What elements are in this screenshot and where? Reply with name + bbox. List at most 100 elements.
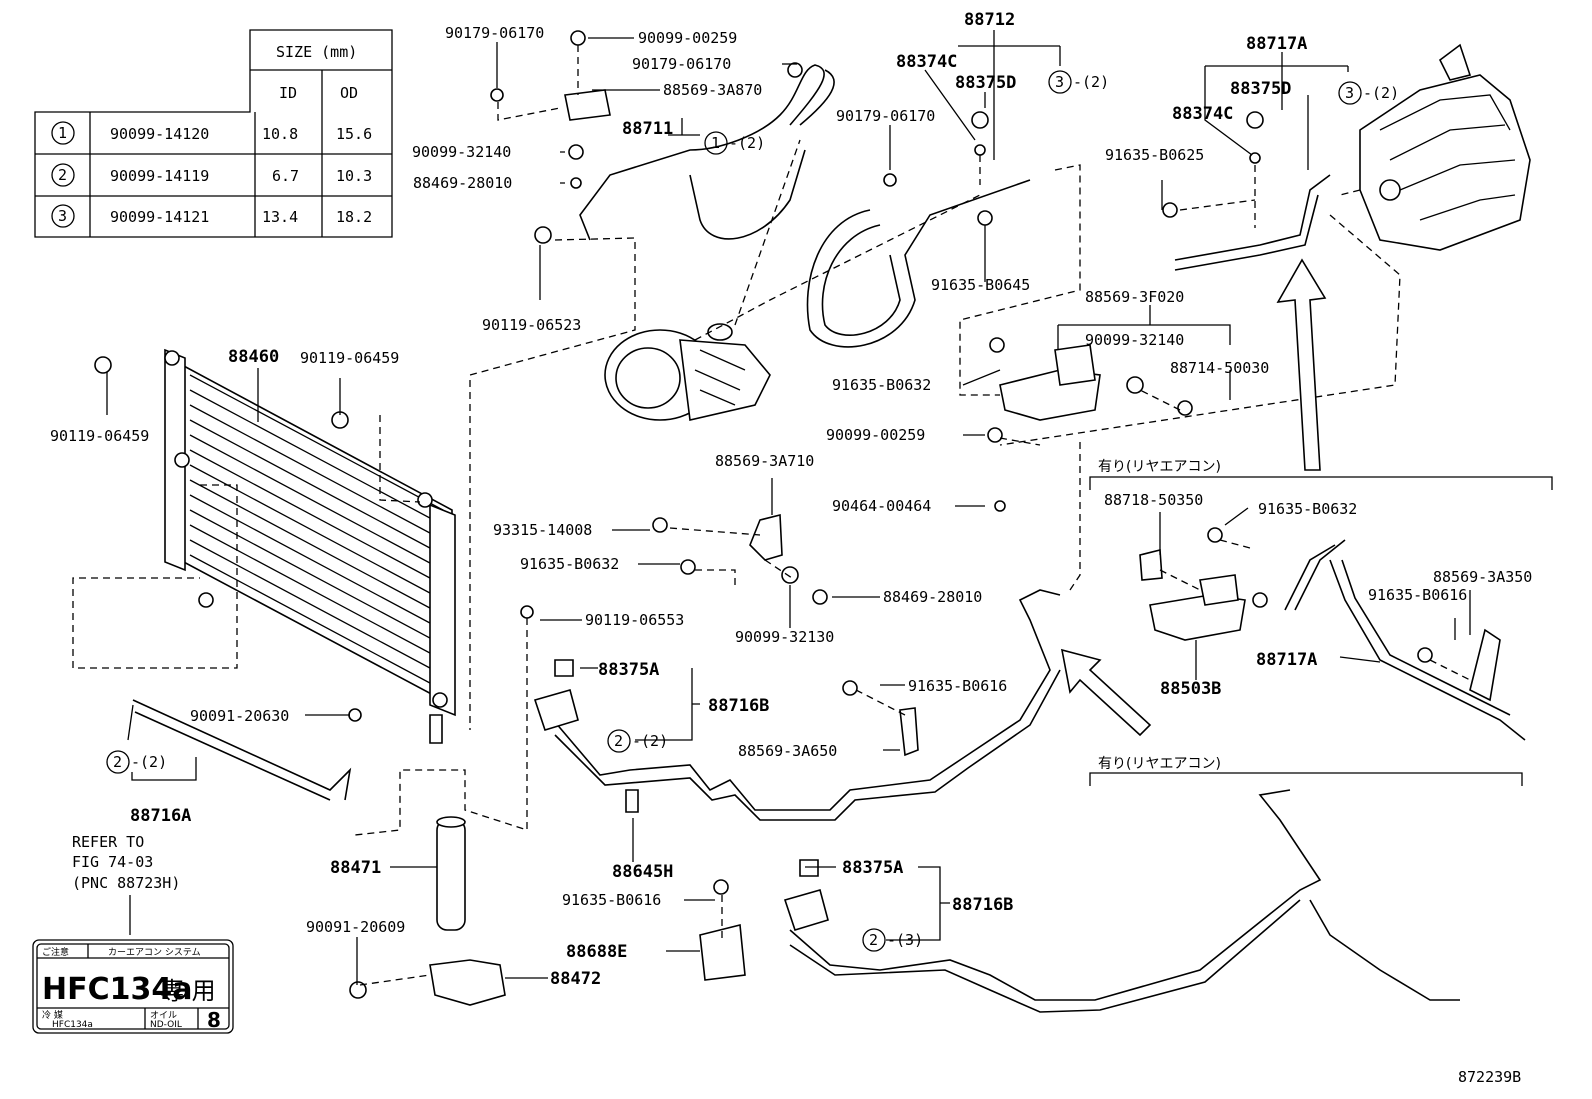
- label-88717A-a: 88717A: [1246, 34, 1307, 54]
- size-table-part-3: 90099-14121: [110, 208, 209, 226]
- label-90179-06170-b: 90179-06170: [632, 55, 731, 73]
- size-table-mark-3: 3: [58, 207, 67, 225]
- label-90091-20630: 90091-20630: [190, 707, 289, 725]
- label-90119-06523: 90119-06523: [482, 316, 581, 334]
- caution-bottom-mid-2: ND-OIL: [150, 1020, 182, 1030]
- label-88717A-b: 88717A: [1256, 650, 1317, 670]
- label-88711: 88711: [622, 119, 673, 139]
- label-88569-3A650: 88569-3A650: [738, 742, 837, 760]
- label-90119-06459-a: 90119-06459: [300, 349, 399, 367]
- receiver-dryer: [429, 816, 506, 1006]
- condenser-drawing: [164, 348, 456, 744]
- label-91635-B0645: 91635-B0645: [931, 276, 1030, 294]
- label-88569-3A710: 88569-3A710: [715, 452, 814, 470]
- label-88716B-b: 88716B: [952, 895, 1013, 915]
- size-table-part-2: 90099-14119: [110, 167, 209, 185]
- callout-2c-mark: 2: [869, 931, 878, 949]
- figure-number: 872239B: [1458, 1068, 1521, 1086]
- pressure-switch-parts: [533, 659, 829, 931]
- label-88375A-a: 88375A: [598, 660, 659, 680]
- size-table-id-1: 10.8: [262, 125, 298, 143]
- label-88460: 88460: [228, 347, 279, 367]
- size-table-header: SIZE (mm): [276, 43, 357, 61]
- direction-arrows: [1060, 258, 1327, 737]
- size-table-od-3: 18.2: [336, 208, 372, 226]
- callout-2a-mark: 2: [614, 732, 623, 750]
- label-91635-B0616-b: 91635-B0616: [908, 677, 1007, 695]
- label-91635-B0632-a: 91635-B0632: [832, 376, 931, 394]
- label-91635-B0632-b: 91635-B0632: [520, 555, 619, 573]
- size-table-od-2: 10.3: [336, 167, 372, 185]
- part-labels: 90179-06170 90099-00259 90179-06170 8856…: [50, 10, 1532, 1086]
- label-88714-50030: 88714-50030: [1170, 359, 1269, 377]
- callout-1: 1 -(2): [704, 131, 765, 155]
- label-88569-3F020: 88569-3F020: [1085, 288, 1184, 306]
- size-table-mark-1: 1: [58, 124, 67, 142]
- expansion-valve-2: [1139, 548, 1246, 641]
- label-88469-28010-a: 88469-28010: [413, 174, 512, 192]
- label-88375D-a: 88375D: [955, 73, 1016, 93]
- callout-3b-qty: -(2): [1363, 84, 1399, 102]
- pipe-lines: [132, 64, 1526, 1013]
- callout-2a-qty: -(2): [632, 732, 668, 750]
- callout-3b: 3 -(2): [1338, 81, 1399, 105]
- callout-3a-mark: 3: [1055, 73, 1064, 91]
- label-88712: 88712: [964, 10, 1015, 30]
- label-88569-3A870: 88569-3A870: [663, 81, 762, 99]
- caution-main: HFC134a: [42, 972, 192, 1007]
- label-88645H: 88645H: [612, 862, 673, 882]
- label-90099-00259-a: 90099-00259: [638, 29, 737, 47]
- label-88716A: 88716A: [130, 806, 191, 826]
- refer-line-1: REFER TO: [72, 833, 144, 851]
- callout-2b-qty: -(2): [131, 753, 167, 771]
- label-90119-06553: 90119-06553: [585, 611, 684, 629]
- size-table-id-2: 6.7: [272, 167, 299, 185]
- callout-2c: 2 -(3): [862, 928, 923, 952]
- callout-2b: 2 -(2): [106, 750, 167, 774]
- label-88472: 88472: [550, 969, 601, 989]
- caution-main-jp: 専 用: [160, 977, 216, 1005]
- label-93315-14008: 93315-14008: [493, 521, 592, 539]
- label-90119-06459-b: 90119-06459: [50, 427, 149, 445]
- caution-bottom-left-1: 冷 媒: [42, 1009, 63, 1021]
- label-88375D-b: 88375D: [1230, 79, 1291, 99]
- callout-2c-qty: -(3): [887, 931, 923, 949]
- callout-3b-mark: 3: [1345, 84, 1354, 102]
- label-90179-06170-a: 90179-06170: [445, 24, 544, 42]
- callout-1-qty: -(2): [729, 134, 765, 152]
- label-91635-B0632-c: 91635-B0632: [1258, 500, 1357, 518]
- label-88716B-a: 88716B: [708, 696, 769, 716]
- caution-bottom-left-2: HFC134a: [52, 1020, 93, 1030]
- label-90099-00259-b: 90099-00259: [826, 426, 925, 444]
- size-table-od-1: 15.6: [336, 125, 372, 143]
- label-90099-32140-b: 90099-32140: [1085, 331, 1184, 349]
- evaporator-unit-drawing: [1359, 43, 1531, 251]
- label-88469-28010-b: 88469-28010: [883, 588, 982, 606]
- label-91635-B0616-c: 91635-B0616: [562, 891, 661, 909]
- caution-bottom-right: 8: [207, 1008, 221, 1032]
- label-88718-50350: 88718-50350: [1104, 491, 1203, 509]
- expansion-valve-1: [999, 344, 1144, 421]
- refer-line-3: (PNC 88723H): [72, 874, 180, 892]
- size-table-id-header: ID: [279, 84, 297, 102]
- size-table-id-3: 13.4: [262, 208, 298, 226]
- label-90091-20609: 90091-20609: [306, 918, 405, 936]
- caution-top-left: ご注意: [42, 946, 69, 958]
- callout-2a: 2 -(2): [607, 729, 668, 753]
- label-90099-32130: 90099-32130: [735, 628, 834, 646]
- label-rear-ac-2: 有り(リヤエアコン): [1098, 756, 1221, 772]
- bolts: [94, 30, 1433, 999]
- label-90464-00464: 90464-00464: [832, 497, 931, 515]
- label-88569-3A350: 88569-3A350: [1433, 568, 1532, 586]
- caution-top-right: カーエアコン システム: [108, 947, 201, 958]
- label-88375A-b: 88375A: [842, 858, 903, 878]
- label-88374C-a: 88374C: [896, 52, 957, 72]
- label-rear-ac-1: 有り(リヤエアコン): [1098, 459, 1221, 475]
- label-88471: 88471: [330, 858, 381, 878]
- caution-bottom-mid-1: オイル: [150, 1010, 177, 1021]
- callout-2b-mark: 2: [113, 753, 122, 771]
- refrigerant-caution-label: ご注意 カーエアコン システム HFC134a 専 用 冷 媒 HFC134a …: [32, 939, 234, 1034]
- callout-1-mark: 1: [711, 134, 720, 152]
